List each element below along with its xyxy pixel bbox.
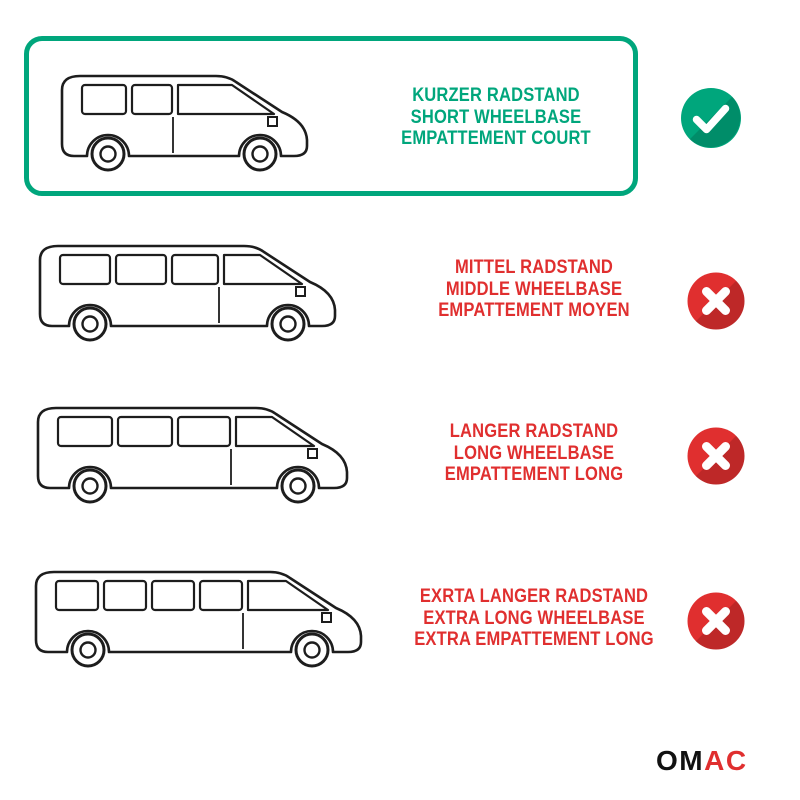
option-line: LONG WHEELBASE: [453, 442, 615, 464]
option-line: MITTEL RADSTAND: [454, 257, 614, 278]
check-icon: [678, 85, 744, 151]
cross-icon: [685, 425, 747, 487]
option-line: KURZER RADSTAND: [412, 85, 580, 106]
option-line: EXTRA EMPATTEMENT LONG: [414, 629, 654, 650]
van-short-wheelbase-illustration: [56, 60, 314, 174]
option-line: EMPATTEMENT COURT: [401, 128, 591, 149]
option-line: SHORT WHEELBASE: [410, 106, 582, 128]
van-line-drawing: [34, 570, 363, 668]
option-label-middle-wheelbase: MITTEL RADSTAND MIDDLE WHEELBASE EMPATTE…: [421, 257, 647, 322]
van-line-drawing: [38, 244, 337, 342]
option-line: EXTRA LONG WHEELBASE: [423, 607, 645, 629]
option-label-extra-long-wheelbase: EXRTA LANGER RADSTAND EXTRA LONG WHEELBA…: [412, 586, 656, 651]
option-label-short-wheelbase: KURZER RADSTAND SHORT WHEELBASE EMPATTEM…: [383, 85, 609, 150]
cross-icon: [685, 590, 747, 652]
option-line: LANGER RADSTAND: [449, 421, 619, 442]
omac-logo: OMAC: [656, 746, 748, 776]
option-label-long-wheelbase: LANGER RADSTAND LONG WHEELBASE EMPATTEME…: [421, 421, 647, 486]
van-long-wheelbase-illustration: [32, 392, 354, 506]
option-line: EMPATTEMENT LONG: [444, 464, 624, 485]
option-line: EXRTA LANGER RADSTAND: [419, 586, 649, 607]
option-line: MIDDLE WHEELBASE: [445, 278, 623, 300]
selected-option-border: [24, 36, 638, 196]
van-line-drawing: [60, 74, 309, 172]
van-extra-long-wheelbase-illustration: [30, 556, 368, 670]
van-line-drawing: [36, 406, 349, 504]
option-line: EMPATTEMENT MOYEN: [438, 300, 630, 321]
cross-icon: [685, 270, 747, 332]
omac-logo-red-part: AC: [704, 745, 748, 776]
omac-logo-dark-part: OM: [656, 745, 705, 776]
van-middle-wheelbase-illustration: [34, 230, 342, 344]
